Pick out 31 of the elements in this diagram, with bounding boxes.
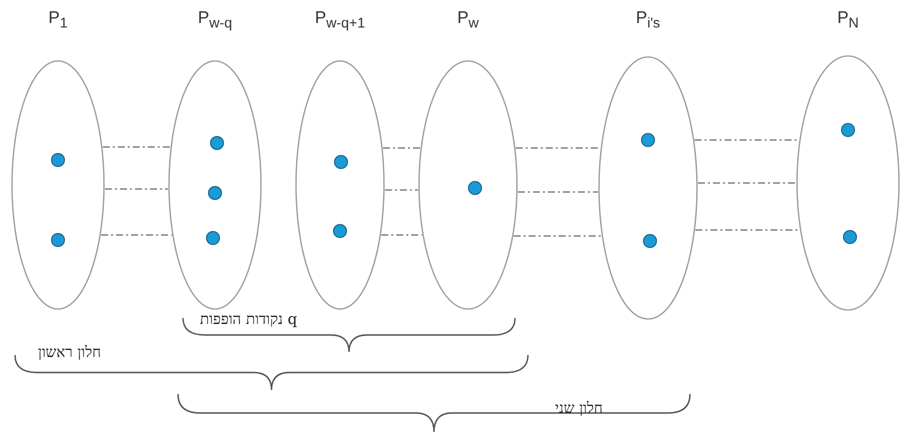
point-marker: [206, 231, 220, 245]
dash-dot-line: [384, 189, 418, 191]
dash-dot-line: [104, 188, 168, 190]
dash-dot-line: [516, 147, 600, 149]
point-marker: [208, 186, 222, 200]
set-label: P$_{i's}$: [636, 8, 660, 27]
set-label: P$_{N}$: [837, 8, 859, 27]
point-marker: [841, 123, 855, 137]
dash-dot-line: [698, 182, 796, 184]
point-marker: [468, 181, 482, 195]
point-marker: [51, 233, 65, 247]
dash-dot-line: [101, 234, 172, 236]
dash-dot-line: [102, 146, 170, 148]
dash-dot-line: [695, 229, 800, 231]
brace-label: חלון ראשון: [38, 343, 101, 362]
dash-dot-line: [518, 191, 598, 193]
dash-dot-line: [694, 139, 800, 141]
dash-dot-line: [382, 147, 420, 149]
point-marker: [334, 155, 348, 169]
point-marker: [641, 133, 655, 147]
point-marker: [843, 230, 857, 244]
brace-label: q נקודות הופפות: [200, 310, 298, 329]
point-marker: [333, 224, 347, 238]
set-label: P$_{1}$: [48, 8, 68, 27]
dash-dot-line: [514, 235, 602, 237]
point-marker: [210, 136, 224, 150]
brace-label: חלון שני: [555, 399, 603, 418]
set-label: P$_{w}$: [457, 8, 479, 27]
point-marker: [643, 234, 657, 248]
point-marker: [51, 153, 65, 167]
dash-dot-line: [381, 234, 422, 236]
